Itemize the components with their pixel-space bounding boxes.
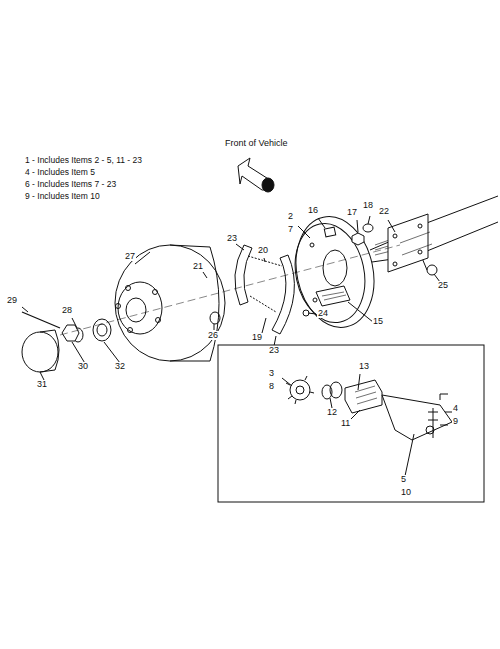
axle-tube <box>370 196 498 275</box>
cotter-pin <box>22 312 60 328</box>
callout-number: 30 <box>77 362 89 371</box>
detail-inset <box>218 345 484 502</box>
callout-number: 4 <box>452 404 459 413</box>
axle-flange <box>388 214 428 272</box>
note-text: 4 - Includes Item 5 <box>24 168 96 177</box>
callout-number: 28 <box>61 306 73 315</box>
callout-number: 12 <box>326 408 338 417</box>
callout-number: 25 <box>437 281 449 290</box>
callout-number: 13 <box>358 362 370 371</box>
callout-number: 15 <box>372 317 384 326</box>
callout-number: 5 <box>400 475 407 484</box>
callout-number: 26 <box>207 331 219 340</box>
brake-drum <box>115 245 225 361</box>
direction-arrow <box>238 158 274 192</box>
callout-number: 9 <box>452 417 459 426</box>
callout-number: 16 <box>307 206 319 215</box>
callout-number: 31 <box>36 380 48 389</box>
callout-number: 29 <box>6 296 18 305</box>
callout-number: 18 <box>362 201 374 210</box>
callout-number: 17 <box>346 208 358 217</box>
callout-number: 11 <box>340 419 351 428</box>
note-text: 6 - Includes Items 7 - 23 <box>24 180 117 189</box>
callout-number: 19 <box>251 333 263 342</box>
callout-number: 23 <box>268 346 280 355</box>
note-text: 9 - Includes Item 10 <box>24 192 101 201</box>
callout-number: 24 <box>317 309 329 318</box>
inset-parts <box>282 374 452 476</box>
callout-number: 20 <box>257 246 269 255</box>
note-text: 1 - Includes Items 2 - 5, 11 - 23 <box>24 156 143 165</box>
callout-number: 21 <box>192 262 204 271</box>
callout-number: 27 <box>124 252 136 261</box>
callout-number: 22 <box>378 207 390 216</box>
callout-number: 32 <box>114 362 126 371</box>
callout-number: 7 <box>287 225 294 234</box>
direction-label: Front of Vehicle <box>224 139 289 148</box>
callout-number: 8 <box>268 382 275 391</box>
callout-number: 3 <box>268 369 275 378</box>
callout-number: 23 <box>226 234 238 243</box>
callout-number: 2 <box>287 212 294 221</box>
callout-number: 10 <box>400 488 412 497</box>
